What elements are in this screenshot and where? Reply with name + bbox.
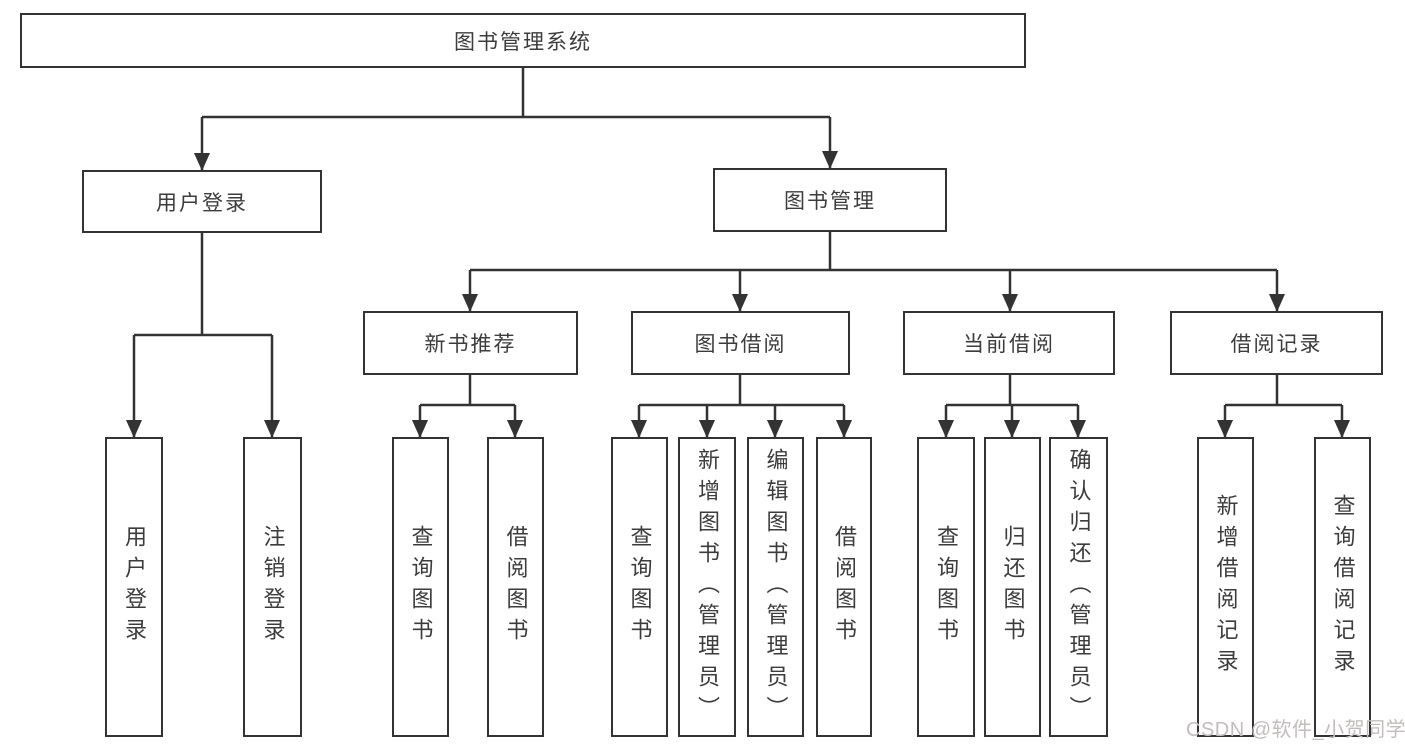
leaf-confirm-return-admin: 确认归还（管理员） [1049, 437, 1108, 737]
leaf-borrow-books: 借阅图书 [816, 437, 872, 737]
node-root-system: 图书管理系统 [20, 13, 1026, 68]
node-label: 图书借阅 [694, 333, 787, 356]
node-label: 新增借阅记录 [1213, 494, 1239, 680]
leaf-add-books-admin: 新增图书（管理员） [678, 437, 736, 737]
node-label: 注销登录 [260, 525, 286, 649]
node-label: 查询图书 [934, 525, 959, 649]
csdn-watermark: CSDN @软件_小贺同学 [1186, 719, 1405, 741]
node-label: 图书管理 [784, 190, 876, 213]
node-label: 查询图书 [627, 525, 653, 649]
leaf-query-books-current: 查询图书 [917, 437, 975, 737]
node-book-management: 图书管理 [713, 168, 947, 232]
leaf-query-books-recommend: 查询图书 [392, 437, 449, 737]
node-label: 新书推荐 [424, 333, 517, 356]
leaf-borrow-books-recommend: 借阅图书 [487, 437, 544, 737]
node-label: 新增图书（管理员） [695, 447, 720, 727]
leaf-add-borrow-record: 新增借阅记录 [1197, 437, 1254, 737]
node-borrowing-records: 借阅记录 [1170, 311, 1383, 375]
leaf-user-login: 用户登录 [105, 437, 163, 737]
node-label: 借阅记录 [1230, 333, 1323, 356]
node-label: 确认归还（管理员） [1066, 447, 1092, 727]
node-label: 借阅图书 [832, 525, 857, 649]
node-new-book-recommendation: 新书推荐 [363, 311, 578, 375]
leaf-edit-books-admin: 编辑图书（管理员） [747, 437, 804, 737]
node-current-borrowing: 当前借阅 [903, 311, 1115, 375]
node-label: 查询图书 [408, 525, 434, 649]
node-book-borrowing: 图书借阅 [631, 311, 850, 375]
leaf-return-books: 归还图书 [984, 437, 1041, 737]
node-label: 编辑图书（管理员） [763, 447, 789, 727]
leaf-query-books-borrow: 查询图书 [611, 437, 668, 737]
node-user-login: 用户登录 [82, 170, 322, 233]
node-label: 用户登录 [156, 191, 248, 215]
node-label: 图书管理系统 [454, 30, 592, 54]
node-label: 查询借阅记录 [1330, 494, 1356, 680]
node-label: 归还图书 [1000, 525, 1026, 649]
leaf-logout: 注销登录 [243, 437, 302, 737]
leaf-query-borrow-record: 查询借阅记录 [1314, 437, 1371, 737]
node-label: 当前借阅 [963, 333, 1055, 356]
node-label: 用户登录 [122, 525, 147, 649]
node-label: 借阅图书 [503, 525, 529, 649]
